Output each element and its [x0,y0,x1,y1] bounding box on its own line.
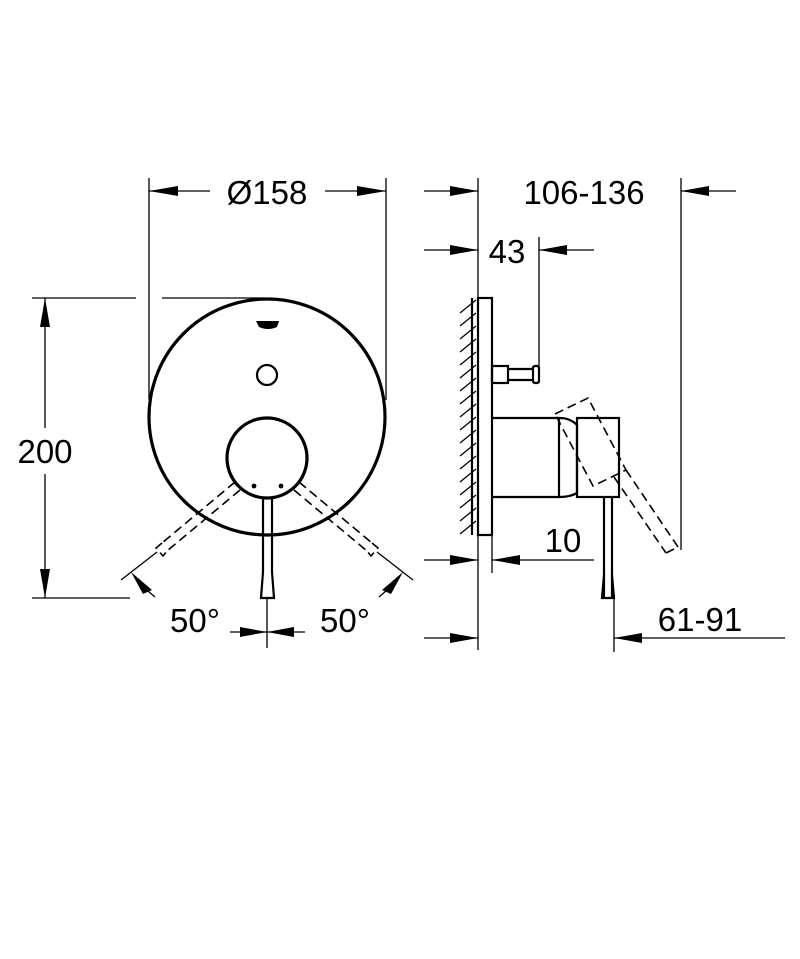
lever-rotated-left [120,481,241,581]
plate-thickness-dimension: 10 [424,522,594,573]
handle-rotated-side [553,396,679,554]
handle-offset-label: 61-91 [658,601,742,638]
lever-rotated-right [293,481,414,581]
diverter-knob [255,363,279,387]
hub-dot-right [278,483,284,489]
handle-hub [225,416,309,500]
diameter-label: Ø158 [227,174,308,211]
diverter-side [490,364,541,385]
angle-left-label: 50° [170,602,220,639]
hub-dot-left [251,483,257,489]
escutcheon-side [476,296,494,537]
diverter-depth-dimension: 43 [424,233,594,366]
side-view: 106-136 43 10 61-91 [424,174,785,652]
diameter-dimension: Ø158 [148,174,387,400]
depth-dimension: 106-136 [424,174,736,650]
handle-offset-dimension: 61-91 [424,598,785,652]
wall-hatch [459,298,477,535]
handle-body-side [492,416,621,600]
lever-handle [259,497,276,600]
depth-label: 106-136 [523,174,644,211]
angle-right-label: 50° [320,602,370,639]
front-view: Ø158 200 [17,174,414,648]
height-label: 200 [17,433,72,470]
brand-logo-icon [256,321,279,329]
escutcheon-plate [147,297,387,537]
height-dimension: 200 [17,297,265,599]
plate-thickness-label: 10 [545,522,582,559]
diverter-depth-label: 43 [489,233,526,270]
